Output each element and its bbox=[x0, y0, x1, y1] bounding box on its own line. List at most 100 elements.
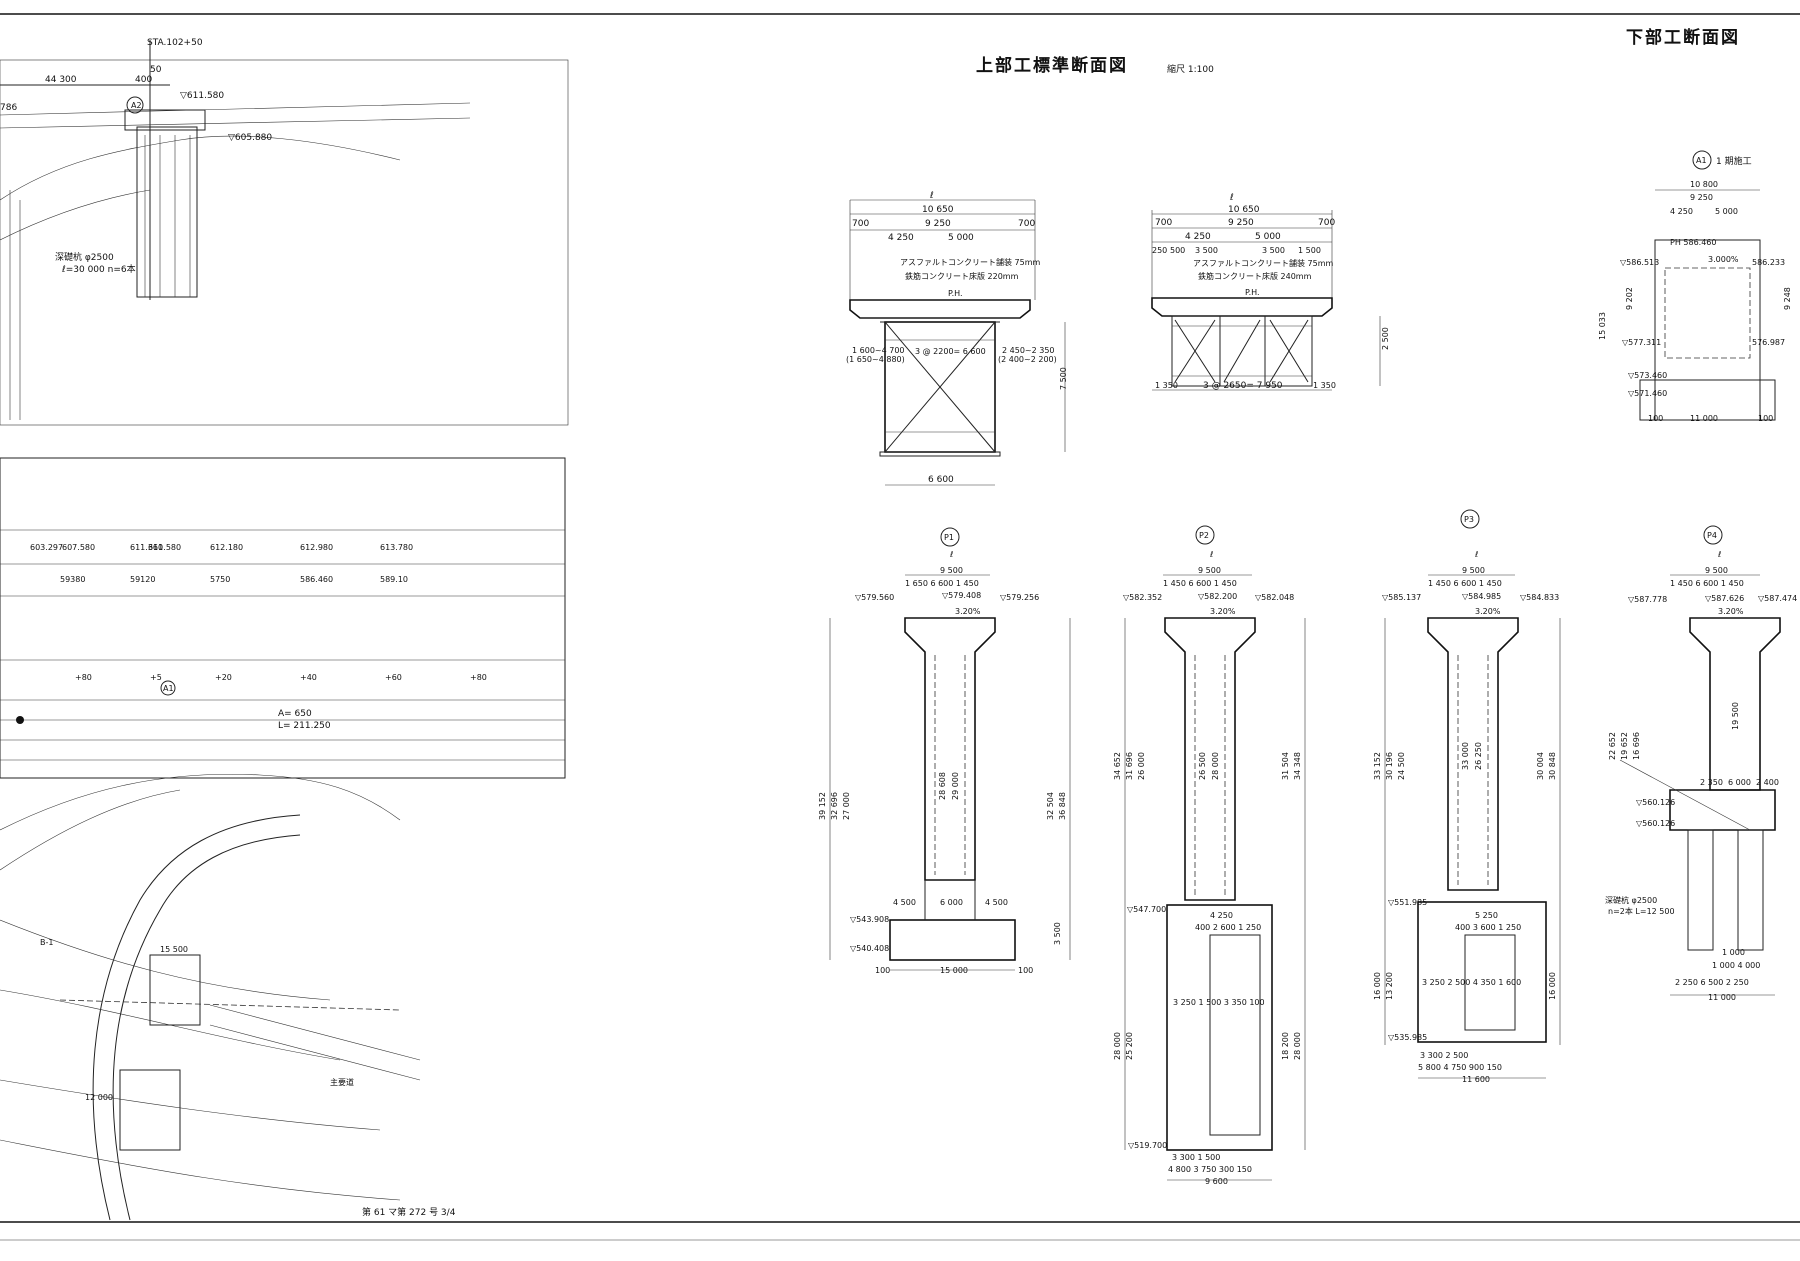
dim-top-sub: 1 450 6 600 1 450 bbox=[1428, 579, 1502, 588]
slope: 3.20% bbox=[1210, 607, 1236, 616]
dim-overhang-right-alt: (2 400~2 200) bbox=[998, 355, 1057, 364]
dim-top: 9 500 bbox=[1198, 566, 1221, 575]
dim: 3 300 1 500 bbox=[1172, 1153, 1220, 1162]
centerline-mark: ℓ bbox=[1229, 193, 1234, 203]
sheet-title-superstructure: 上部工標準断面図 bbox=[976, 55, 1128, 76]
dim: 33 152 bbox=[1373, 752, 1382, 780]
elevation-611580: ▽611.580 bbox=[180, 91, 224, 101]
dim: 11 000 bbox=[1690, 414, 1718, 423]
dim-depth: 2 500 bbox=[1381, 327, 1390, 350]
dim: 400 3 600 1 250 bbox=[1455, 923, 1521, 932]
dim-top: 9 500 bbox=[1462, 566, 1485, 575]
dim: 25 200 bbox=[1125, 1032, 1134, 1060]
dim-mid: 9 250 bbox=[1228, 218, 1254, 228]
dim-base: 11 000 bbox=[1708, 993, 1736, 1002]
dim: 30 004 bbox=[1536, 752, 1545, 780]
station-value: +80 bbox=[75, 673, 92, 682]
dim: 19 652 bbox=[1620, 732, 1629, 760]
map-label: 主要道 bbox=[330, 1077, 354, 1087]
dim: 26 500 bbox=[1198, 752, 1207, 780]
pile-spec: n=2本 L=12 500 bbox=[1608, 906, 1675, 916]
pier-label: P1 bbox=[944, 533, 954, 542]
elevation: ▽579.256 bbox=[1000, 593, 1039, 602]
elevation: ▽582.048 bbox=[1255, 593, 1294, 602]
abutment-label: A1 bbox=[1696, 156, 1707, 165]
dim: 9 250 bbox=[1690, 193, 1713, 202]
dim: 3 300 2 500 bbox=[1420, 1051, 1468, 1060]
dim: 1 000 4 000 bbox=[1712, 961, 1760, 970]
curve-param-a: A= 650 bbox=[278, 709, 312, 719]
dim: 9 248 bbox=[1783, 287, 1792, 310]
dim-sub: 4 250 bbox=[1185, 232, 1211, 242]
pier-p3-section: P3 ℓ 9 500 1 450 6 600 1 450 ▽585.137 ▽5… bbox=[1373, 509, 1561, 1084]
dim: 28 608 bbox=[938, 772, 947, 800]
dim-top: 9 500 bbox=[1705, 566, 1728, 575]
pier-p1-section: P1 ℓ 9 500 1 650 6 600 1 450 ▽579.560 ▽5… bbox=[818, 527, 1071, 975]
pile-note: 深礎杭 φ2500 bbox=[1605, 895, 1657, 905]
profile-value: 613.780 bbox=[380, 543, 413, 552]
dim: 100 bbox=[1018, 966, 1033, 975]
dim: 36 848 bbox=[1058, 792, 1067, 820]
dim: 31 504 bbox=[1281, 752, 1290, 780]
pier-label: P4 bbox=[1707, 531, 1717, 540]
dim-girder-spacing: 3 @ 2650= 7 950 bbox=[1203, 381, 1283, 391]
dim: 3 250 2 500 4 350 1 600 bbox=[1422, 978, 1521, 987]
dim-sub: 250 bbox=[1152, 246, 1167, 255]
dim: 4 500 bbox=[893, 898, 916, 907]
profile-value: 611.360 bbox=[130, 543, 163, 552]
elevation: ▽587.778 bbox=[1628, 595, 1667, 604]
elevation: ▽579.408 bbox=[942, 591, 981, 600]
elevation: ▽543.908 bbox=[850, 915, 889, 924]
dim-overall: 10 650 bbox=[922, 205, 954, 215]
map-label: B-1 bbox=[40, 938, 53, 947]
profile-value: 611.580 bbox=[148, 543, 181, 552]
dim-end-right: 1 350 bbox=[1313, 381, 1336, 390]
dim: 24 500 bbox=[1397, 752, 1406, 780]
dim-side-left: 700 bbox=[1155, 218, 1172, 228]
dim: 28 000 bbox=[1211, 752, 1220, 780]
elevation: ▽582.352 bbox=[1123, 593, 1162, 602]
dim: 34 348 bbox=[1293, 752, 1302, 780]
slope: 3.20% bbox=[1475, 607, 1501, 616]
dim: 29 000 bbox=[951, 772, 960, 800]
dim: 100 bbox=[875, 966, 890, 975]
dim: 3 500 bbox=[1053, 922, 1062, 945]
dim: 39 152 bbox=[818, 792, 827, 820]
dim: 26 000 bbox=[1137, 752, 1146, 780]
profile-value: 589.10 bbox=[380, 575, 408, 584]
dim: 5 000 bbox=[1715, 207, 1738, 216]
elevation-605880: ▽605.880 bbox=[228, 133, 272, 143]
pavement-note: アスファルトコンクリート舗装 75mm bbox=[900, 257, 1041, 267]
elevation: ▽584.833 bbox=[1520, 593, 1559, 602]
dim: 100 bbox=[1758, 414, 1773, 423]
dim-sub: 3 500 bbox=[1262, 246, 1285, 255]
centerline-mark: ℓ bbox=[929, 191, 934, 201]
slope: 3.20% bbox=[1718, 607, 1744, 616]
dim: 16 000 bbox=[1373, 972, 1382, 1000]
dim-girder-spacing: 3 @ 2200= 6 600 bbox=[915, 347, 986, 356]
dim-sub: 5 000 bbox=[1255, 232, 1281, 242]
curve-point-marker bbox=[16, 716, 24, 724]
centerline-mark: ℓ bbox=[1717, 550, 1721, 559]
scale-label: 縮尺 1:100 bbox=[1167, 63, 1214, 75]
dim: 5 250 bbox=[1475, 911, 1498, 920]
dim-side-right: 700 bbox=[1018, 219, 1035, 229]
pile-spec: ℓ=30 000 n=6本 bbox=[61, 263, 136, 275]
dim: 22 652 bbox=[1608, 732, 1617, 760]
dim-400: 400 bbox=[135, 75, 152, 85]
dim-sub: 500 bbox=[1170, 246, 1185, 255]
dim: 6 000 bbox=[940, 898, 963, 907]
profile-value: 586.460 bbox=[300, 575, 333, 584]
elevation: ▽560.126 bbox=[1636, 819, 1675, 828]
ph-label: P.H. bbox=[948, 289, 963, 298]
pavement-note: アスファルトコンクリート舗装 75mm bbox=[1193, 258, 1334, 268]
elevation: ▽573.460 bbox=[1628, 371, 1667, 380]
superstructure-section-right: ℓ 10 650 700 9 250 700 4 250 5 000 250 5… bbox=[1151, 193, 1390, 391]
dim: 32 504 bbox=[1046, 792, 1055, 820]
elevation: ▽587.474 bbox=[1758, 594, 1797, 603]
station-value: +40 bbox=[300, 673, 317, 682]
profile-value: 612.180 bbox=[210, 543, 243, 552]
station-value: +60 bbox=[385, 673, 402, 682]
elevation: ▽584.985 bbox=[1462, 592, 1501, 601]
dim: 33 000 bbox=[1461, 742, 1470, 770]
